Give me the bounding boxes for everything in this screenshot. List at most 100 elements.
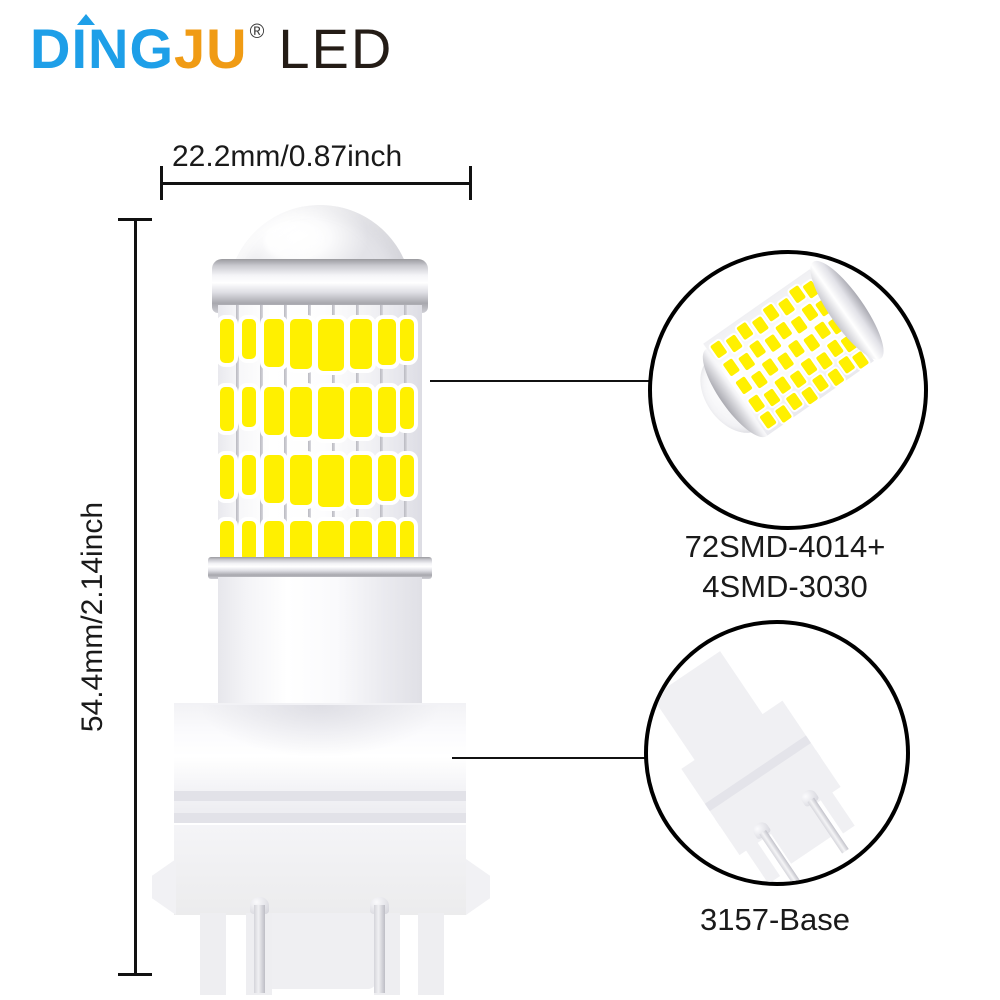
base-ridge — [174, 813, 466, 823]
base-center-tab — [264, 913, 376, 989]
leader-line-base — [452, 757, 648, 759]
lens-highlight — [264, 221, 326, 261]
callout-circle-base — [644, 620, 910, 886]
bulb-neck — [218, 577, 422, 707]
detail-led-chip — [764, 333, 782, 353]
led-chip — [290, 387, 312, 437]
detail-led-chip — [774, 375, 792, 395]
detail-led-chip — [762, 303, 780, 322]
led-chip — [350, 319, 372, 369]
led-barrel — [218, 305, 422, 573]
callout-label-line2: 4SMD-3030 — [702, 569, 868, 604]
detail-led-chip — [827, 367, 845, 387]
led-chip — [318, 319, 344, 371]
led-bulb-illustration — [152, 205, 490, 995]
logo-text-ju: JU — [174, 17, 248, 80]
base-detail-view — [648, 624, 906, 882]
barrel-seam — [260, 305, 263, 567]
base-ridge — [174, 791, 466, 801]
detail-led-chip — [747, 394, 766, 413]
chrome-collar-bottom — [208, 557, 432, 579]
led-chip — [378, 455, 396, 501]
led-chip — [220, 455, 234, 499]
detail-led-chip — [735, 376, 753, 395]
led-chip — [264, 455, 284, 503]
detail-led-chip — [789, 369, 808, 389]
contact-prong — [254, 905, 265, 993]
callout-circle-led-array — [648, 250, 928, 530]
callout-label-line1: 3157-Base — [700, 902, 850, 937]
callout-label-base: 3157-Base — [640, 900, 910, 940]
barrel-seam — [236, 305, 239, 567]
width-dimension-label: 22.2mm/0.87inch — [172, 140, 403, 173]
callout-label-led-array: 72SMD-4014+ 4SMD-3030 — [640, 527, 930, 607]
led-chip — [318, 387, 344, 439]
led-chip — [220, 319, 234, 363]
led-chip — [400, 387, 414, 429]
detail-led-chip — [725, 334, 743, 353]
base-shoulder-shading — [200, 705, 440, 757]
detail-led-chip — [748, 339, 767, 359]
chrome-collar-top — [212, 259, 428, 313]
logo-ding-letters: DING — [30, 17, 174, 80]
led-chip — [350, 387, 372, 437]
detail-led-chip — [750, 370, 769, 389]
led-array-detail-view — [681, 254, 895, 456]
logo-text-ding: DING — [30, 14, 174, 80]
wedge-wing-left — [152, 859, 176, 915]
detail-led-chip — [787, 339, 806, 358]
led-chip — [242, 521, 256, 561]
detail-led-chip — [736, 321, 754, 341]
led-chip — [290, 319, 312, 369]
led-chip — [400, 455, 414, 497]
height-dimension-tick-top — [118, 218, 152, 221]
detail-led-chip — [774, 404, 793, 424]
detail-led-chip — [777, 297, 796, 317]
contact-prong — [374, 905, 385, 993]
wedge-wing-right — [466, 859, 490, 915]
led-chip — [220, 387, 234, 431]
detail-led-chip — [803, 333, 821, 353]
led-chip — [264, 387, 284, 435]
detail-led-chip — [776, 351, 795, 371]
detail-led-chip — [759, 410, 777, 430]
detail-led-chip — [815, 351, 834, 371]
width-dimension-tick-right — [469, 166, 472, 200]
led-chip — [242, 455, 256, 495]
detail-led-chip — [800, 357, 818, 377]
barrel-seam — [284, 305, 287, 567]
detail-led-chip — [761, 357, 780, 377]
brand-logo: DING JU ® LED — [30, 14, 394, 88]
detail-led-chip — [763, 388, 781, 407]
logo-text-led: LED — [278, 17, 394, 80]
led-chip — [400, 319, 414, 361]
height-dimension-tick-bottom — [118, 973, 152, 976]
height-dimension-line — [134, 218, 137, 976]
detail-led-chip — [785, 392, 804, 411]
led-chip — [242, 387, 256, 427]
detail-led-chip — [709, 340, 728, 359]
detail-led-chip — [811, 373, 830, 393]
detail-led-chip — [774, 321, 793, 340]
detail-led-chip — [737, 352, 756, 371]
led-chip — [400, 521, 414, 563]
detail-led-chip — [790, 315, 808, 335]
led-chip — [378, 521, 396, 567]
led-chip — [378, 319, 396, 365]
base-plastic-leg — [418, 913, 444, 995]
led-chip — [318, 455, 344, 507]
led-chip — [290, 455, 312, 505]
barrel-seam — [380, 305, 383, 567]
led-chip — [264, 319, 284, 367]
base-plastic-leg — [200, 913, 226, 995]
wedge-base — [174, 825, 466, 915]
led-chip — [350, 455, 372, 505]
width-dimension-tick-left — [160, 166, 163, 200]
leader-line-led-array — [430, 380, 652, 382]
led-chip — [220, 521, 234, 565]
registered-trademark-icon: ® — [249, 21, 265, 43]
width-dimension-line — [160, 182, 472, 185]
led-chip — [242, 319, 256, 359]
barrel-seam — [404, 305, 407, 567]
